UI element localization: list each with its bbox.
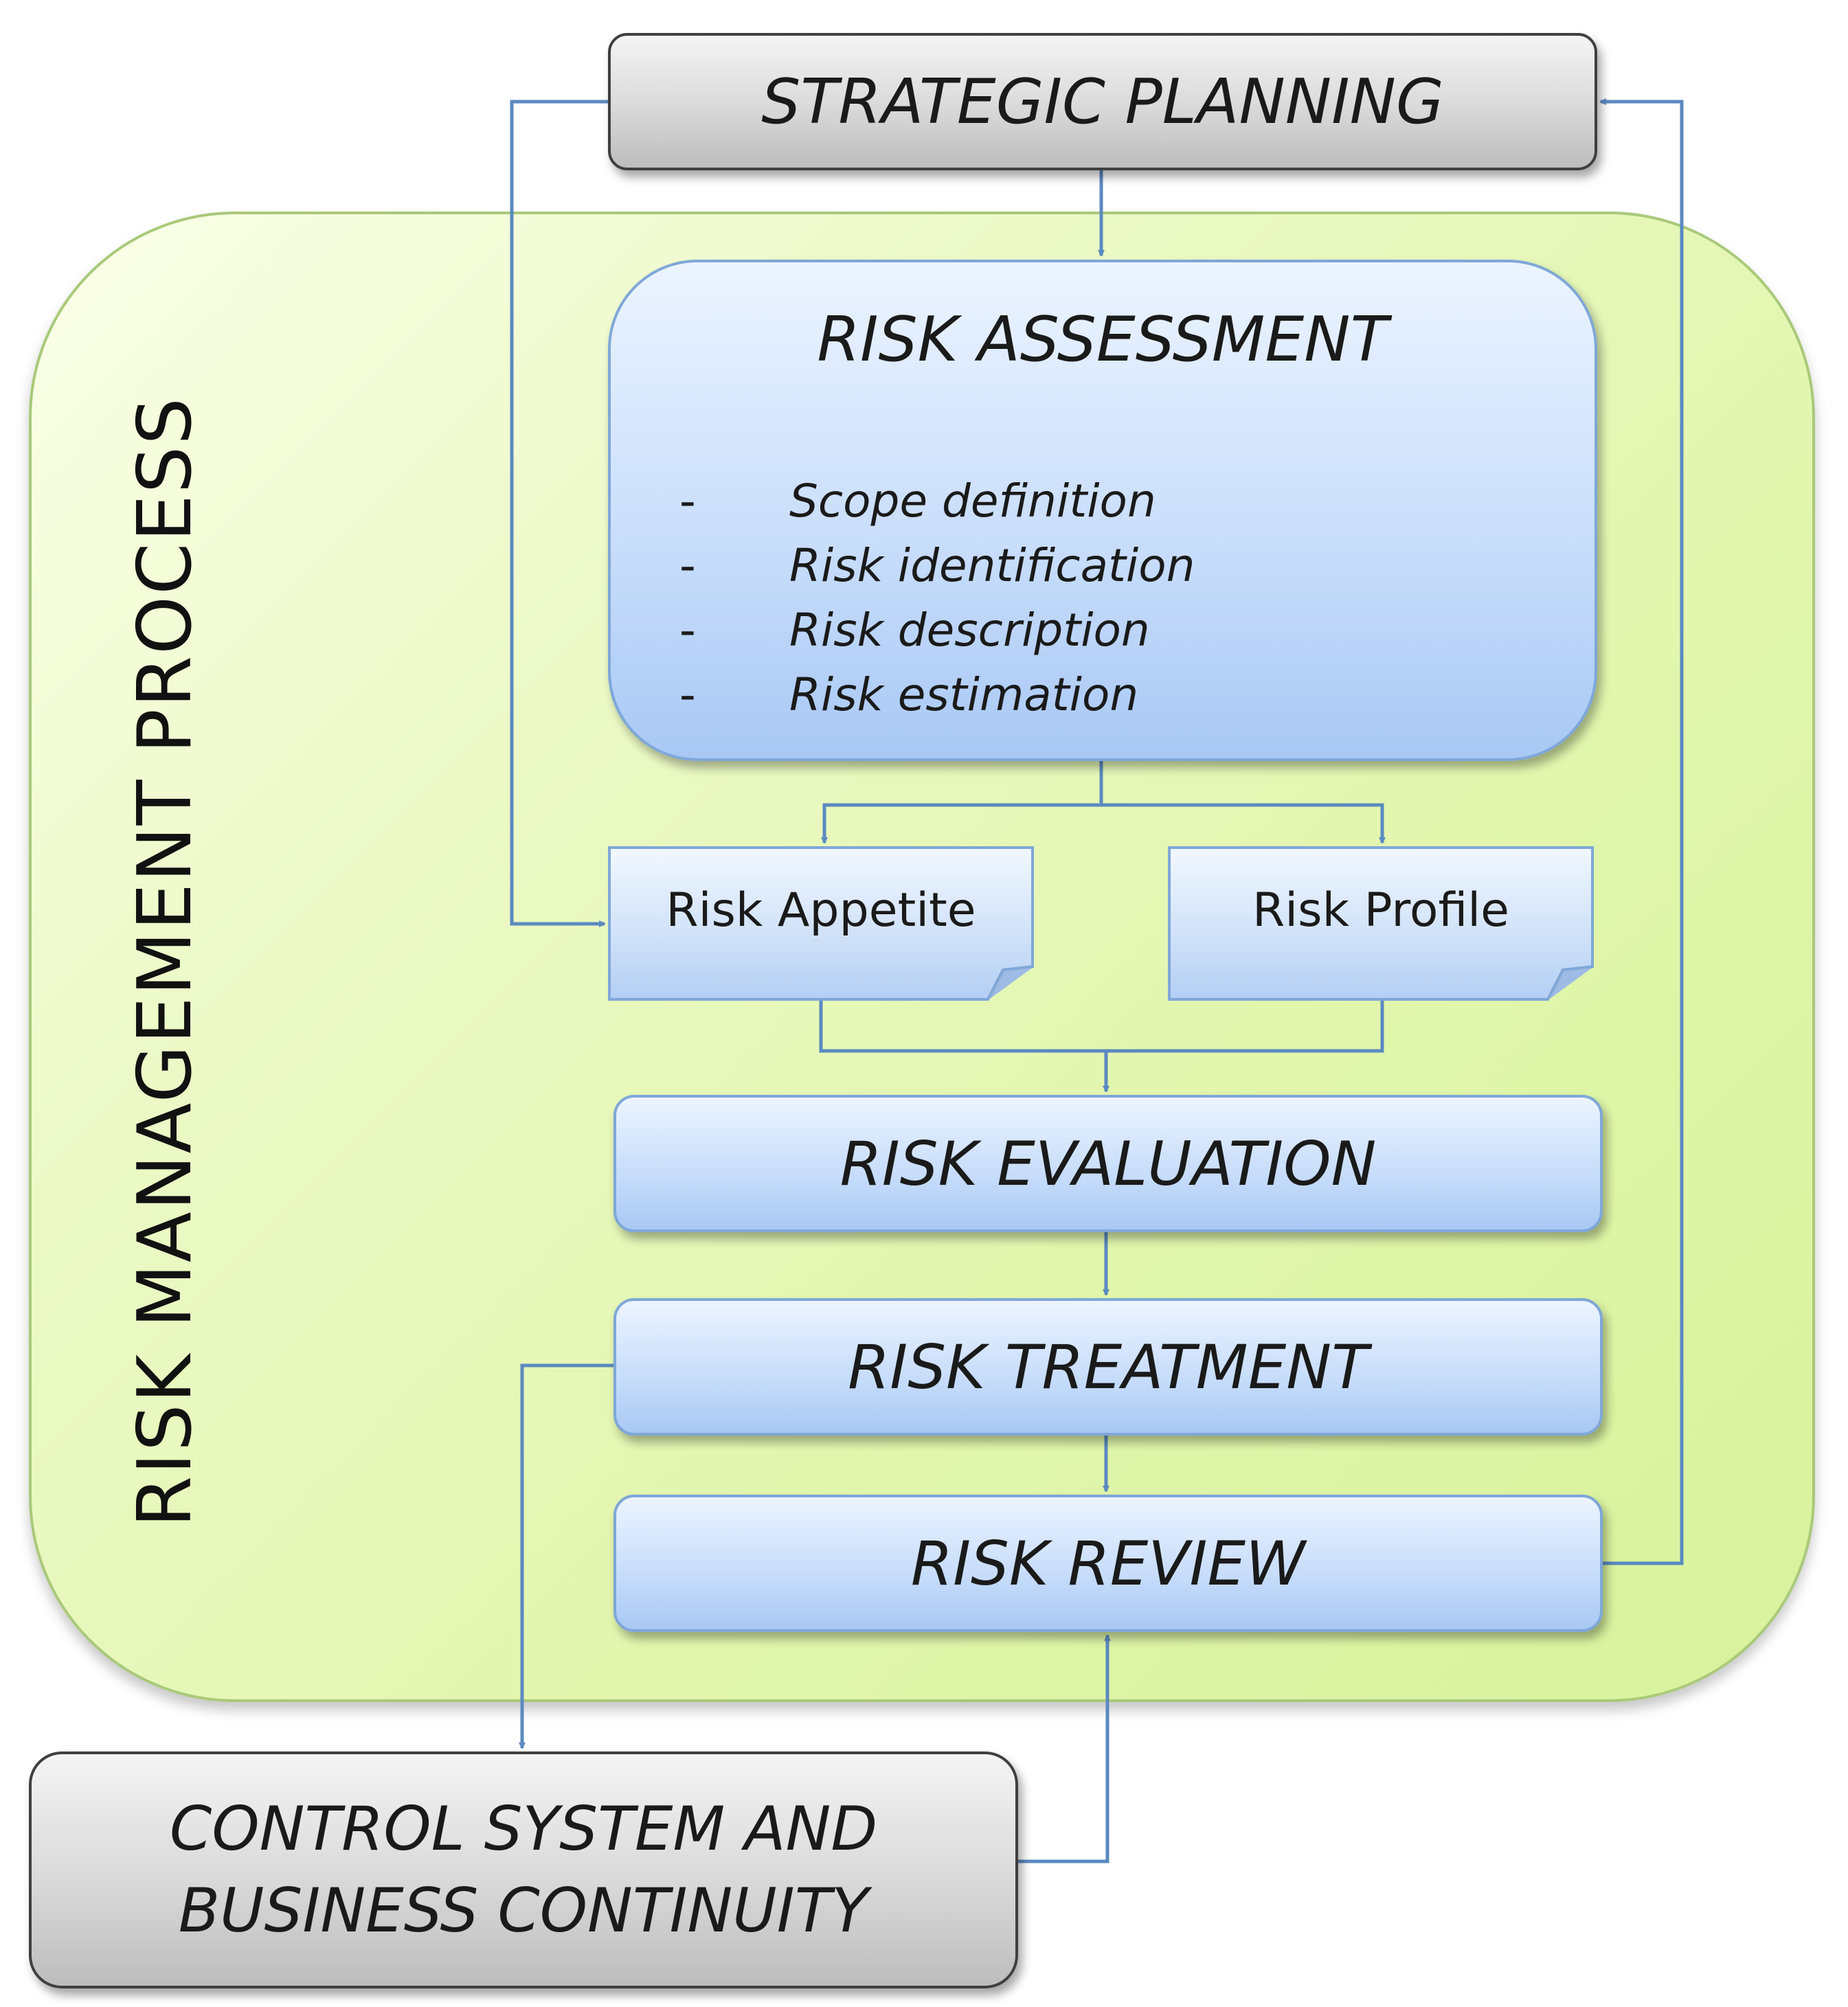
arrow-assessment-to-appetite: [824, 803, 1101, 843]
list-item: - Risk estimation: [679, 662, 1531, 727]
risk-treatment-label: RISK TREATMENT: [848, 1331, 1368, 1403]
arrow-strategic-to-appetite: [510, 100, 608, 924]
risk-profile-label: Risk Profile: [1252, 883, 1509, 938]
strategic-planning-box: STRATEGIC PLANNING: [608, 33, 1597, 170]
list-item: - Risk identification: [679, 533, 1531, 598]
list-dash: -: [679, 474, 696, 528]
risk-assessment-box: RISK ASSESSMENT - Scope definition - Risk …: [608, 260, 1597, 761]
list-item-text: Risk identification: [789, 538, 1195, 592]
risk-profile-doc: Risk Profile: [1168, 846, 1594, 1001]
risk-appetite-doc: Risk Appetite: [608, 846, 1034, 1001]
risk-evaluation-box: RISK EVALUATION: [613, 1095, 1603, 1232]
list-item-text: Scope definition: [789, 474, 1156, 528]
list-item: - Scope definition: [679, 468, 1531, 533]
arrow-control-to-review: [1018, 1635, 1107, 1863]
risk-review-box: RISK REVIEW: [613, 1495, 1603, 1632]
arrow-review-to-strategic: [1601, 102, 1684, 1565]
risk-appetite-label: Risk Appetite: [666, 883, 976, 938]
control-system-box: CONTROL SYSTEM AND BUSINESS CONTINUITY: [29, 1751, 1018, 1988]
risk-assessment-list: - Scope definition - Risk identification -…: [679, 468, 1531, 727]
list-item-text: Risk estimation: [789, 668, 1139, 721]
strategic-planning-label: STRATEGIC PLANNING: [761, 65, 1444, 138]
arrow-assessment-to-profile: [1101, 803, 1382, 843]
risk-treatment-box: RISK TREATMENT: [613, 1298, 1603, 1436]
risk-assessment-title: RISK ASSESSMENT: [817, 304, 1388, 376]
list-dash: -: [679, 603, 696, 657]
control-system-line2: BUSINESS CONTINUITY: [178, 1874, 869, 1946]
arrow-treatment-to-control: [522, 1363, 613, 1748]
risk-evaluation-label: RISK EVALUATION: [840, 1128, 1377, 1199]
list-dash: -: [679, 668, 696, 721]
list-dash: -: [679, 538, 696, 592]
list-item-text: Risk description: [789, 603, 1150, 657]
risk-review-label: RISK REVIEW: [910, 1528, 1306, 1599]
line-appetite-merge: [819, 1001, 1384, 1053]
list-item: - Risk description: [679, 598, 1531, 662]
control-system-line1: CONTROL SYSTEM AND: [169, 1793, 878, 1864]
